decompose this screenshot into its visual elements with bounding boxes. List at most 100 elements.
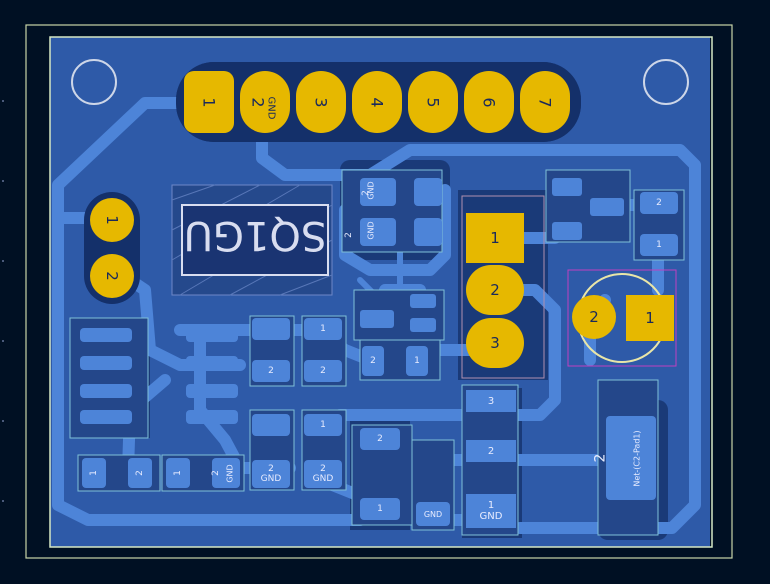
smd-pad-num: 1	[414, 356, 420, 366]
regulator-pin-1-number: 1	[490, 229, 500, 247]
smd-pad[interactable]	[410, 294, 436, 308]
round-cap-pin-2-number: 2	[589, 308, 599, 326]
header-pin-4-label-wrap: 4	[352, 71, 402, 133]
smd-pad[interactable]	[252, 318, 290, 340]
header-pin-5-label-wrap: 5	[408, 71, 458, 133]
smd-pad-num: 1	[172, 470, 183, 476]
smd-pad-num: 2	[377, 434, 383, 444]
smd-pad-num: 2	[656, 198, 662, 208]
smd-pad-net: GND	[260, 474, 282, 484]
smd-pad[interactable]	[360, 178, 396, 206]
smd-pad[interactable]: 1	[82, 458, 106, 488]
ic-pad[interactable]	[80, 356, 132, 370]
smd-pad-num: 1	[320, 324, 326, 334]
header-pin-5[interactable]	[408, 71, 458, 133]
smd-pad-num: 1	[656, 240, 662, 250]
smd-two-b: 2	[343, 232, 354, 238]
left-connector-pin-2-number: 2	[102, 271, 121, 281]
smd-pad[interactable]: GND	[416, 502, 450, 526]
round-cap-pin-1[interactable]: 1	[626, 295, 674, 341]
smd-pad[interactable]	[552, 222, 582, 240]
smd-pad-num: 2	[320, 464, 326, 474]
gnd-label-b: GND	[366, 221, 376, 240]
left-connector-pin-1[interactable]: 1	[90, 198, 134, 242]
bottom-pad-1[interactable]: 1 GND	[466, 494, 516, 528]
smd-pad[interactable]: 2 GND	[211, 458, 240, 488]
mounting-hole-right	[643, 59, 689, 105]
ic-pad[interactable]	[186, 356, 238, 370]
header-pin-1[interactable]	[184, 71, 234, 133]
smd-pad-num: 2	[370, 356, 376, 366]
smd-pad[interactable]: 1	[640, 234, 678, 256]
round-cap-pin-1-number: 1	[645, 309, 655, 327]
bottom-pad-3-number: 3	[487, 395, 495, 407]
c2-pad-net: Net-(C2-Pad1)	[632, 429, 642, 487]
c2-large-pad[interactable]: 2 Net-(C2-Pad1)	[593, 416, 656, 500]
header-pin-6-number: 6	[479, 96, 499, 108]
header-pin-7[interactable]	[520, 71, 570, 133]
regulator-outline	[461, 195, 545, 379]
ic-pad[interactable]	[186, 384, 238, 398]
header-pin-2[interactable]	[240, 71, 290, 133]
header-pin-2-label-wrap: 2 GND	[240, 71, 290, 133]
ic-pad[interactable]	[80, 384, 132, 398]
smd-pad[interactable]: 2 GND	[304, 460, 342, 488]
ic-pad[interactable]	[186, 328, 238, 342]
header-pin-6[interactable]	[464, 71, 514, 133]
gnd-label-a: GND	[366, 181, 376, 200]
smd-pad[interactable]	[252, 414, 290, 436]
smd-pad[interactable]: 2	[128, 458, 152, 488]
smd-pad[interactable]: 2	[362, 346, 384, 376]
header-pin-2-net: GND	[265, 96, 277, 119]
ic-pad[interactable]	[80, 410, 132, 424]
header-pin-4[interactable]	[352, 71, 402, 133]
smd-pad[interactable]: 1	[304, 414, 342, 436]
regulator-pin-2[interactable]: 2	[466, 265, 524, 315]
smd-pad[interactable]: 2	[304, 360, 342, 382]
bottom-pad-1-number: 1	[487, 500, 495, 511]
regulator-pin-1[interactable]: 1	[466, 213, 524, 263]
header-pin-1-number: 1	[199, 96, 219, 108]
header-pin-3[interactable]	[296, 71, 346, 133]
ic-pad[interactable]	[80, 328, 132, 342]
c2-pad-number: 2	[592, 453, 609, 463]
smd-pad-net: GND	[225, 463, 235, 483]
smd-pad-num: 1	[377, 504, 383, 514]
silkscreen-logo: SQ1GU	[171, 184, 333, 296]
smd-pad[interactable]: 2 GND	[252, 460, 290, 488]
smd-pad[interactable]	[590, 198, 624, 216]
smd-pad[interactable]	[414, 178, 442, 206]
round-cap-pin-2[interactable]: 2	[572, 295, 616, 339]
smd-pad[interactable]	[360, 218, 396, 246]
smd-pad[interactable]	[410, 318, 436, 332]
smd-pad[interactable]	[360, 310, 394, 328]
smd-pad-num: 2	[268, 464, 274, 474]
smd-pad[interactable]: 1	[304, 318, 342, 340]
mounting-hole-left	[71, 59, 117, 105]
left-connector-pin-2[interactable]: 2	[90, 254, 134, 298]
header-pin-3-number: 3	[311, 96, 331, 108]
smd-pad-net: GND	[423, 509, 443, 519]
smd-pad[interactable]: 2	[360, 428, 400, 450]
regulator-pin-3[interactable]: 3	[466, 318, 524, 368]
bottom-pad-2[interactable]: 2	[466, 440, 516, 462]
smd-pad[interactable]: 1	[166, 458, 190, 488]
ic-pad[interactable]	[186, 410, 238, 424]
header-pin-7-label-wrap: 7	[520, 71, 570, 133]
header-pin-3-label-wrap: 3	[296, 71, 346, 133]
header-pin-6-label-wrap: 6	[464, 71, 514, 133]
smd-pad[interactable]: 1	[360, 498, 400, 520]
bottom-pad-1-net: GND	[479, 511, 503, 522]
smd-pad[interactable]: 1	[406, 346, 428, 376]
header-pin-1-label-wrap: 1	[184, 71, 234, 133]
smd-pad[interactable]	[552, 178, 582, 196]
header-pin-4-number: 4	[367, 96, 387, 108]
smd-pad[interactable]	[414, 218, 442, 246]
smd-pad-num: 1	[88, 470, 99, 476]
smd-pad-num: 2	[320, 366, 326, 376]
bottom-pad-3[interactable]: 3	[466, 390, 516, 412]
smd-pad[interactable]: 2	[640, 192, 678, 214]
left-connector-pin-1-number: 1	[102, 215, 121, 225]
smd-pad[interactable]: 2	[252, 360, 290, 382]
